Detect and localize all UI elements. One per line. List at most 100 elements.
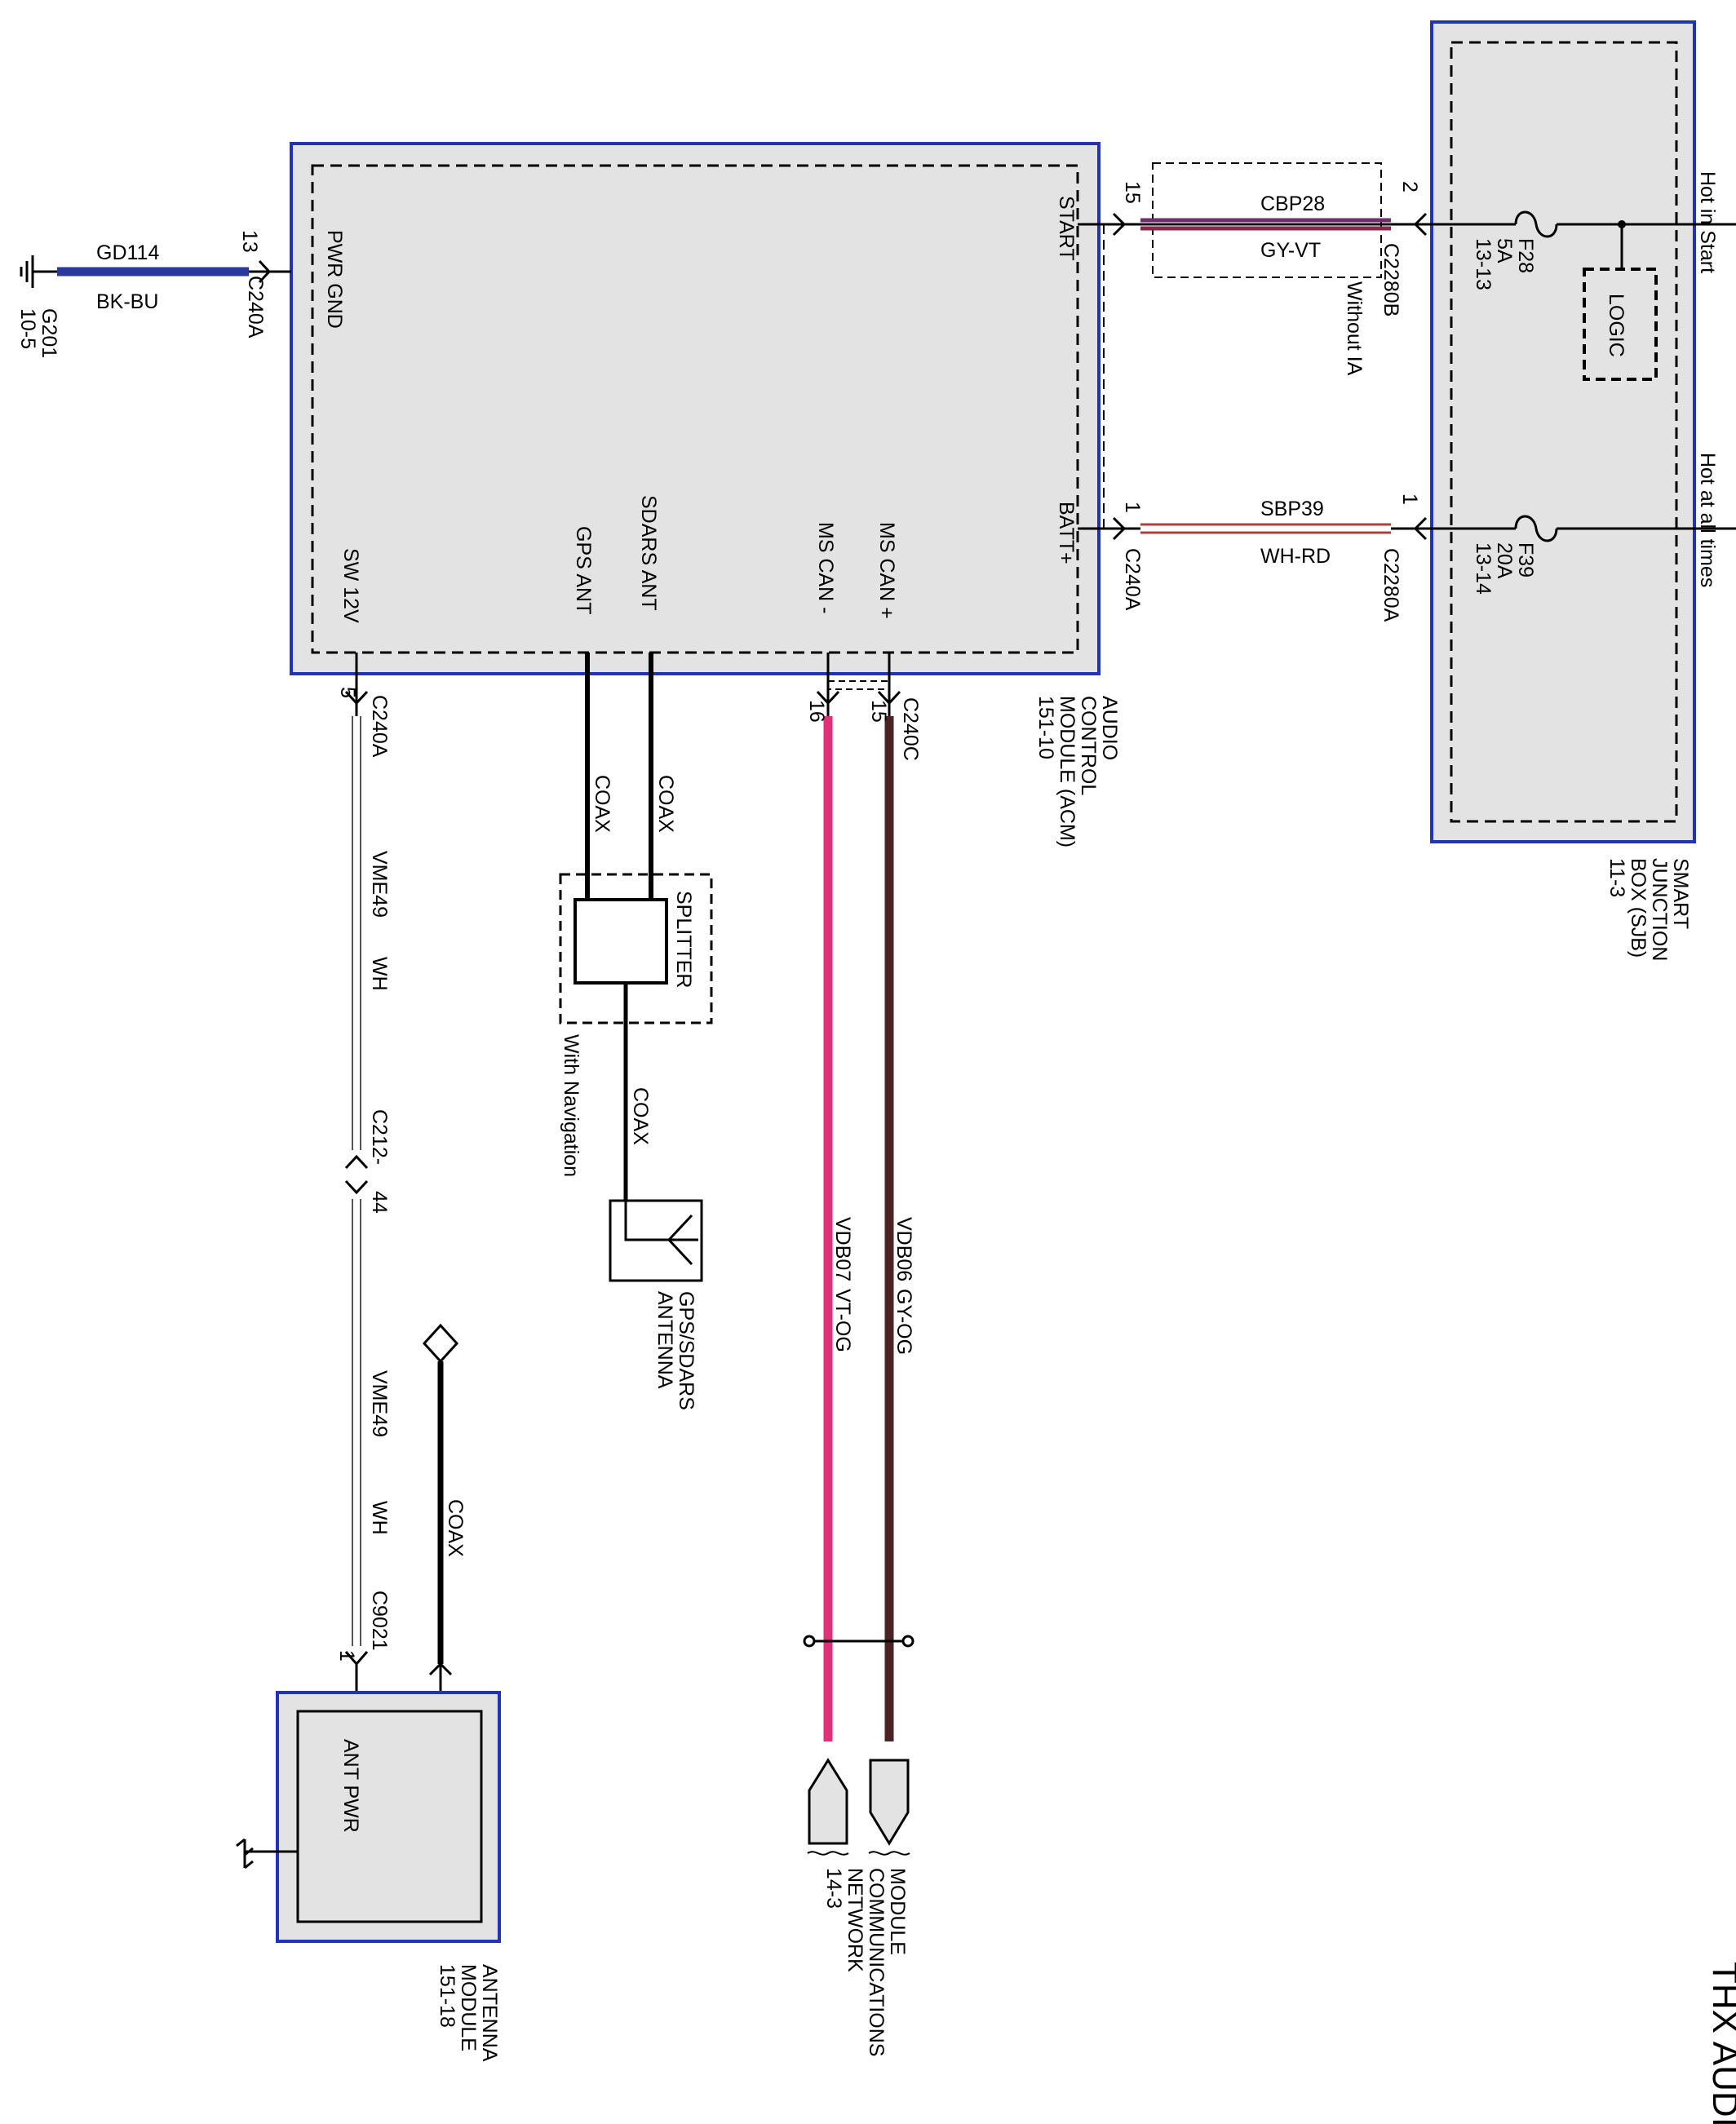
coax-label-splitter: COAX	[629, 1087, 652, 1145]
vme49-circuit-b: VME49	[368, 1370, 391, 1437]
antenna-module-box	[276, 1691, 501, 1943]
splitter-label: SPLITTER	[672, 891, 695, 988]
start-connector-arrow-acm	[1112, 212, 1127, 237]
acm-pin-ms-can-plus: MS CAN +	[875, 522, 898, 619]
sw12v-connector: C240A	[368, 695, 391, 758]
vdb07-circuit: VDB07	[831, 1217, 854, 1281]
acm-pin-sw-12v: SW 12V	[339, 548, 362, 623]
acm-pin-start: START	[1055, 196, 1078, 261]
gd114-pin: 13	[238, 230, 261, 253]
network-name-line-4: 14-3	[822, 1868, 845, 1909]
vme49-color-a: WH	[368, 957, 391, 991]
network-name-line-3: NETWORK	[844, 1868, 866, 1972]
gps-sdars-antenna-name-1: GPS/SDARS	[675, 1291, 698, 1410]
acm-name-line-4: 151-10	[1034, 696, 1057, 759]
diagram-title: THX AUDIO	[1705, 1962, 1736, 2124]
sbp39-circuit: SBP39	[1260, 498, 1324, 520]
hot-at-all-times-label: Hot at all times	[1696, 453, 1719, 587]
sjb-module-box	[1430, 20, 1696, 843]
coax-label-gps: COAX	[591, 775, 613, 833]
ground-ref: 10-5	[16, 308, 39, 349]
cbp28-color: GY-VT	[1260, 239, 1321, 262]
batt-connector-arrow-acm	[1112, 516, 1127, 541]
ground-id: G201	[38, 308, 60, 358]
c9021-pin: 1	[335, 1650, 358, 1662]
network-name-line-2: COMMUNICATIONS	[865, 1868, 888, 2056]
gd114-color: BK-BU	[96, 290, 158, 313]
case-ground-icon	[236, 1838, 277, 1870]
fuse-f28-rating: 5A	[1493, 238, 1516, 263]
cbp28-circuit: CBP28	[1260, 192, 1325, 215]
gd114-connector: C240A	[244, 276, 267, 339]
vdb06-circuit: VDB06	[892, 1217, 915, 1281]
can-plus-network-connector	[869, 1759, 910, 1846]
acm-pin-sdars-ant: SDARS ANT	[637, 495, 660, 611]
acm-name-line-3: MODULE (ACM)	[1056, 696, 1078, 847]
fuse-f28-id: F28	[1514, 238, 1537, 273]
can-plus-break-icon	[868, 1851, 910, 1856]
fuse-f39-ref: 13-14	[1472, 542, 1495, 595]
start-pin-sjb: 2	[1398, 181, 1421, 192]
acm-name-line-2: CONTROL	[1077, 696, 1100, 795]
batt-connector-sjb: C2280A	[1380, 548, 1402, 622]
vme49-color-b: WH	[368, 1501, 391, 1535]
ant-pwr-label: ANT PWR	[339, 1739, 362, 1833]
batt-connector-arrow-sjb	[1413, 516, 1428, 541]
without-ia-note: Without IA	[1343, 281, 1366, 376]
vdb06-color: GY-OG	[892, 1289, 915, 1355]
gd114-circuit: GD114	[96, 241, 159, 264]
can-connector-dashed	[827, 680, 890, 690]
gps-sdars-antenna-name-2: ANTENNA	[653, 1291, 676, 1389]
logic-label: LOGIC	[1605, 294, 1628, 357]
with-navigation-label: With Navigation	[560, 1034, 582, 1177]
with-navigation-option-box	[559, 873, 713, 1024]
batt-pin-acm: 1	[1121, 502, 1144, 513]
can-twist-end-right	[901, 1635, 914, 1648]
c212-connector-arrow-top	[344, 1154, 369, 1170]
c212-connector-arrow-bottom	[344, 1179, 369, 1195]
start-connector-sjb: C2280B	[1380, 243, 1402, 316]
antenna-module-name-1: ANTENNA	[478, 1964, 501, 2062]
acm-module-box	[290, 142, 1100, 675]
antenna-module-inner-box	[296, 1710, 483, 1923]
batt-connector-acm: C240A	[1121, 548, 1144, 611]
coax-label-sdars: COAX	[654, 775, 677, 833]
c212-connector: C212-	[368, 1109, 391, 1165]
batt-pin-sjb: 1	[1398, 493, 1421, 505]
acm-name-line-1: AUDIO	[1098, 696, 1121, 760]
fuse-f39-icon	[1514, 515, 1558, 542]
fuse-f39-id: F39	[1514, 542, 1537, 577]
gd114-connector-arrow	[258, 259, 272, 284]
sjb-name-line-4: 11-3	[1605, 858, 1628, 897]
antenna-module-name-3: 151-18	[436, 1964, 458, 2028]
ms-can-plus-connector-arrow	[877, 690, 901, 706]
acm-internal-box	[311, 164, 1079, 654]
sbp39-color: WH-RD	[1260, 545, 1331, 568]
c9021-connector: C9021	[368, 1591, 391, 1651]
fuse-f28-icon	[1514, 210, 1558, 238]
can-connector: C240C	[899, 697, 922, 761]
antenna-module-name-2: MODULE	[457, 1964, 480, 2051]
coax-diamond-connector-icon	[422, 1323, 459, 1364]
vme49-circuit-a: VME49	[368, 851, 391, 918]
can-minus-pin: 16	[805, 700, 828, 723]
logic-box	[1583, 268, 1658, 381]
can-twist-end-left	[803, 1635, 816, 1648]
sw12v-connector-arrow	[344, 690, 369, 706]
coax-label-antenna: COAX	[444, 1499, 467, 1557]
sjb-name-line-1: SMART	[1669, 858, 1692, 929]
acm-pin-batt: BATT+	[1055, 502, 1078, 564]
can-minus-network-connector	[808, 1758, 848, 1845]
vdb07-color: VT-OG	[831, 1289, 854, 1352]
sjb-internal-box	[1450, 41, 1678, 823]
can-minus-break-icon	[807, 1851, 849, 1856]
sjb-name-line-3: BOX (SJB)	[1627, 858, 1650, 958]
acm-pin-pwr-gnd: PWR GND	[323, 230, 346, 329]
ms-can-minus-connector-arrow	[816, 690, 840, 706]
antenna-icon	[624, 1201, 698, 1266]
sjb-name-line-2: JUNCTION	[1648, 858, 1671, 961]
acm-pin-ms-can-minus: MS CAN -	[814, 522, 837, 614]
hot-in-start-label: Hot in Start	[1696, 171, 1719, 273]
splitter-box	[574, 898, 668, 985]
